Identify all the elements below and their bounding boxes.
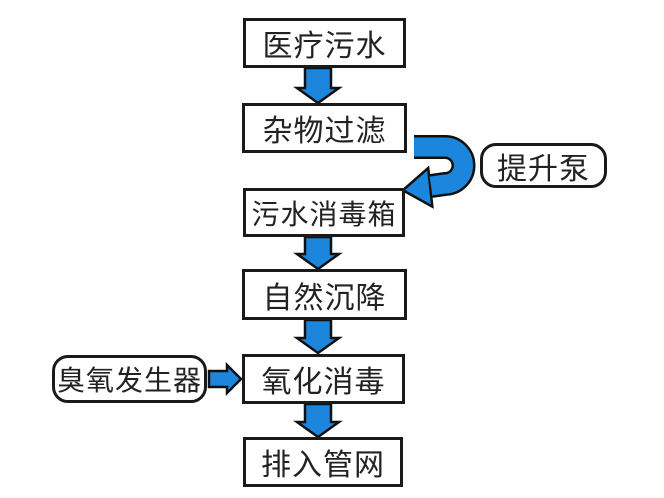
node-label: 排入管网 bbox=[261, 449, 385, 482]
down-arrow-1 bbox=[293, 66, 343, 105]
node-label: 氧化消毒 bbox=[261, 366, 386, 399]
node-label: 自然沉降 bbox=[262, 281, 387, 315]
node-label: 污水消毒箱 bbox=[251, 199, 397, 231]
right-arrow-ozone bbox=[207, 361, 243, 397]
side-node-lift-pump: 提升泵 bbox=[480, 143, 607, 188]
curved-arrowhead bbox=[405, 170, 431, 205]
flow-node-natural-sedimentation: 自然沉降 bbox=[242, 269, 407, 320]
side-node-ozone-generator: 臭氧发生器 bbox=[52, 355, 207, 403]
flow-node-discharge-pipe-network: 排入管网 bbox=[243, 437, 403, 487]
node-label: 提升泵 bbox=[497, 152, 590, 186]
flow-node-medical-sewage: 医疗污水 bbox=[243, 18, 406, 68]
flow-node-sewage-disinfection-tank: 污水消毒箱 bbox=[243, 188, 405, 237]
flow-node-oxidation-disinfection: 氧化消毒 bbox=[242, 354, 405, 404]
node-label: 杂物过滤 bbox=[262, 115, 387, 148]
down-arrow-3 bbox=[293, 318, 343, 355]
node-label: 臭氧发生器 bbox=[56, 366, 202, 397]
flow-node-debris-filtration: 杂物过滤 bbox=[242, 103, 407, 153]
down-arrow-2 bbox=[293, 235, 343, 271]
node-label: 医疗污水 bbox=[262, 30, 387, 63]
down-arrow-4 bbox=[293, 402, 343, 439]
curved-arrow bbox=[414, 137, 473, 196]
